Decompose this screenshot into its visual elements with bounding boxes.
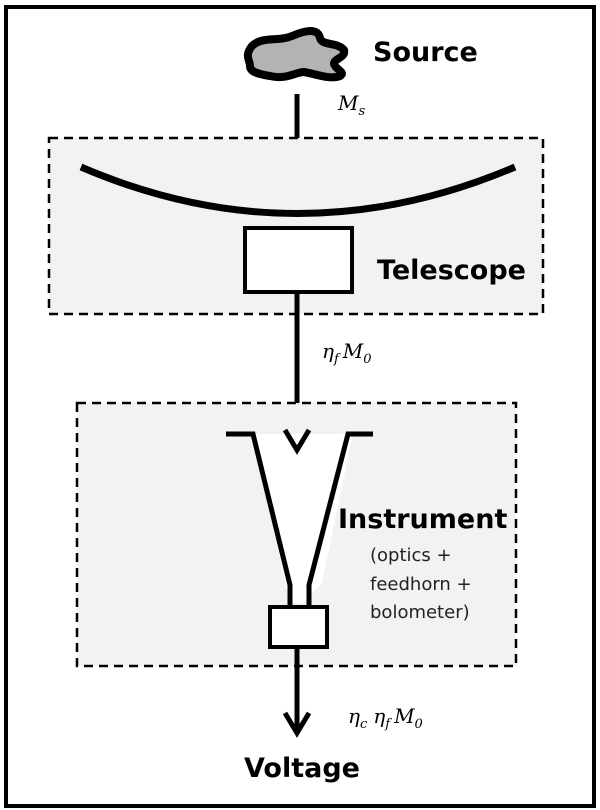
voltage-label: Voltage (244, 753, 360, 784)
source-node: Source (243, 27, 478, 82)
instrument-sublabel-2: feedhorn + (370, 574, 472, 595)
bolometer-box (268, 605, 329, 649)
telescope-receiver-box (243, 226, 354, 294)
feedhorn-interior (253, 434, 353, 603)
source-label: Source (373, 37, 478, 68)
telescope-label: Telescope (377, 255, 526, 286)
arrow-instrument-to-voltage (282, 647, 312, 738)
telescope-mirror-icon (79, 163, 517, 217)
feedhorn-right-wall-icon (306, 431, 373, 607)
telescope-group: Telescope (47, 136, 545, 316)
instrument-label: Instrument (338, 504, 507, 535)
source-cloud-icon (243, 27, 349, 82)
instrument-group: Instrument (optics + feedhorn + bolomete… (75, 401, 518, 668)
feedhorn-left-wall-icon (226, 431, 293, 607)
signal-label-ms: Ms (337, 91, 365, 119)
instrument-sublabel-3: bolometer) (370, 602, 470, 623)
instrument-sublabel-1: (optics + (370, 545, 452, 566)
